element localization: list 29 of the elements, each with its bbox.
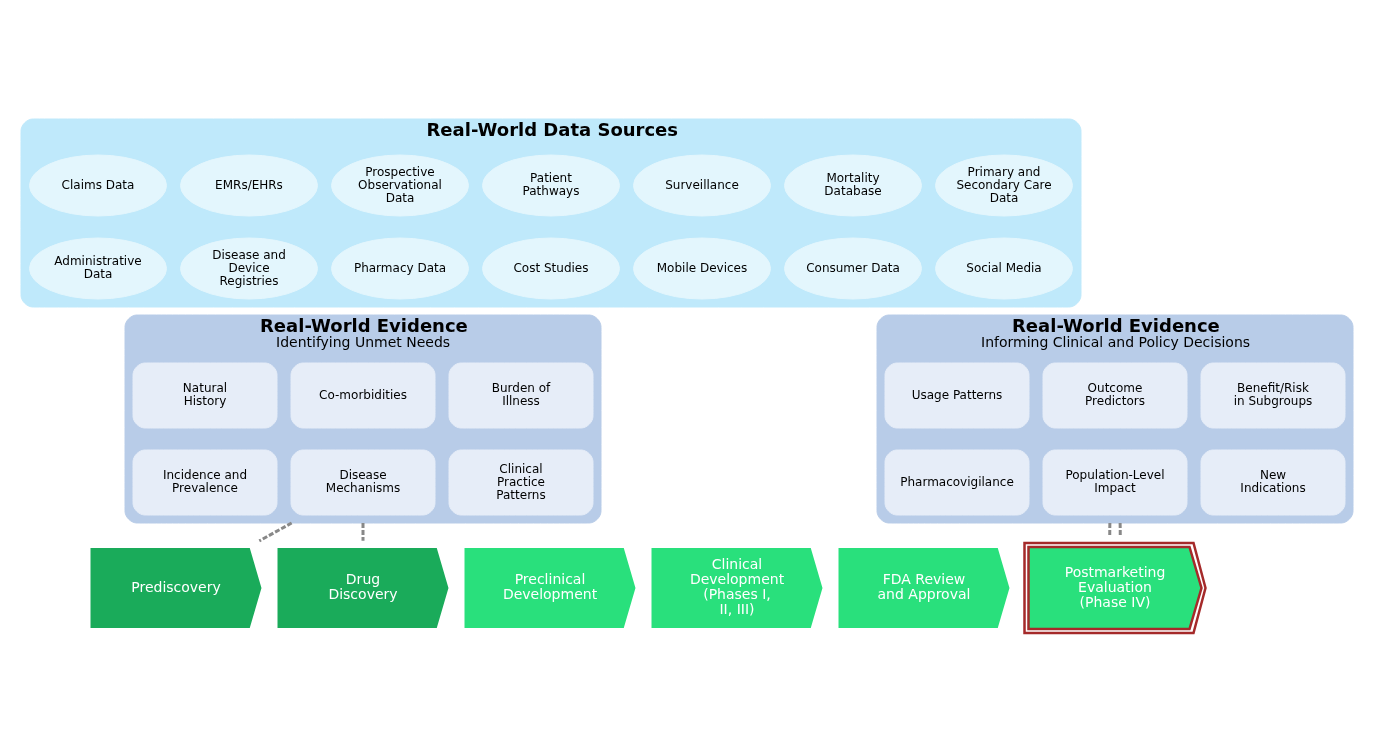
connector: [1118, 522, 1122, 537]
node-ellipse: EMRs/EHRs: [180, 154, 318, 217]
node-ellipse: Surveillance: [633, 154, 771, 217]
node-box: Benefit/Risk in Subgroups: [1200, 362, 1346, 429]
node-box: Outcome Predictors: [1042, 362, 1188, 429]
node-box: Disease Mechanisms: [290, 449, 436, 516]
node-box: Usage Patterns: [884, 362, 1030, 429]
connector: [361, 523, 365, 541]
node-ellipse: Administrative Data: [29, 237, 167, 300]
node-box: Co-morbidities: [290, 362, 436, 429]
node-box: Pharmacovigilance: [884, 449, 1030, 516]
node-box: Population-Level Impact: [1042, 449, 1188, 516]
node-ellipse: Primary and Secondary Care Data: [935, 154, 1073, 217]
node-ellipse: Claims Data: [29, 154, 167, 217]
node-ellipse: Consumer Data: [784, 237, 922, 300]
connector: [1108, 522, 1112, 537]
node-box: Clinical Practice Patterns: [448, 449, 594, 516]
node-box: Natural History: [132, 362, 278, 429]
node-ellipse: Social Media: [935, 237, 1073, 300]
node-ellipse: Disease and Device Registries: [180, 237, 318, 300]
node-ellipse: Cost Studies: [482, 237, 620, 300]
node-box: Incidence and Prevalence: [132, 449, 278, 516]
node-ellipse: Mobile Devices: [633, 237, 771, 300]
node-ellipse: Mortality Database: [784, 154, 922, 217]
node-ellipse: Pharmacy Data: [331, 237, 469, 300]
node-box: Burden of Illness: [448, 362, 594, 429]
node-ellipse: Prospective Observational Data: [331, 154, 469, 217]
node-ellipse: Patient Pathways: [482, 154, 620, 217]
node-box: New Indications: [1200, 449, 1346, 516]
